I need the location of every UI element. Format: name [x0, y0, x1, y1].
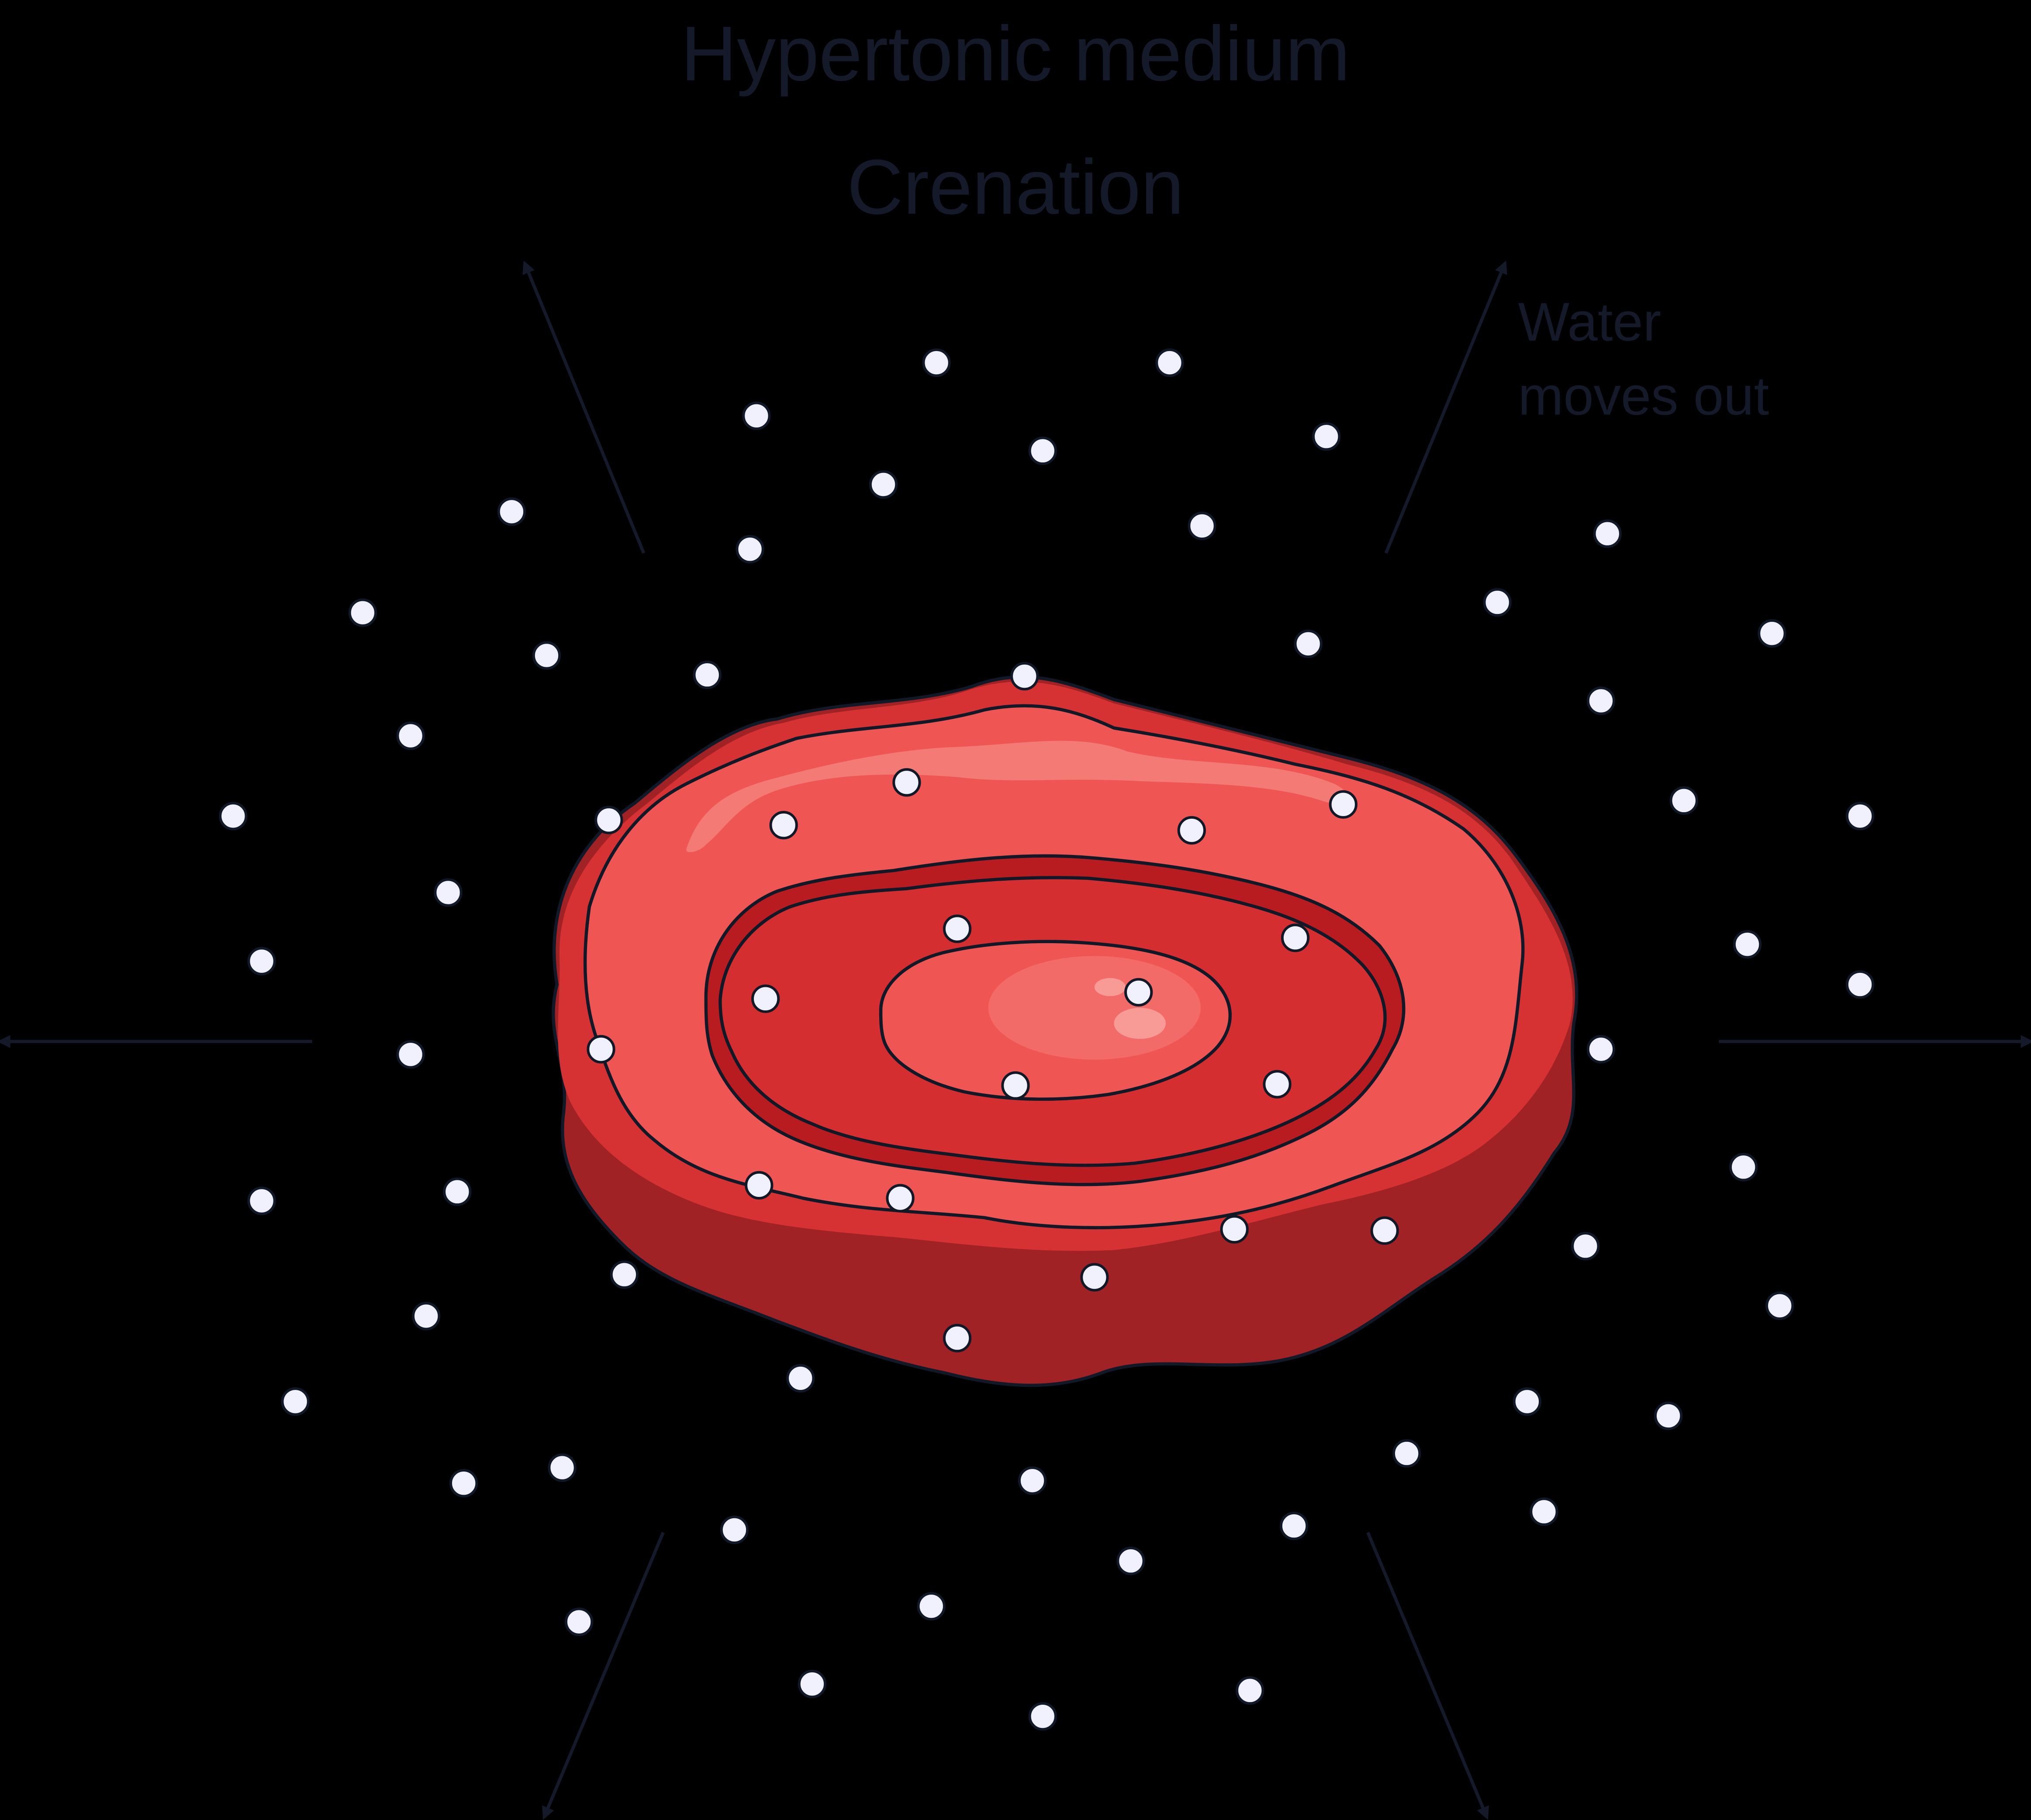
water-molecule-icon [1279, 1511, 1309, 1541]
annotation-line-1: Water [1518, 292, 1661, 352]
water-molecule-icon [1733, 930, 1762, 959]
water-molecule-icon [396, 721, 425, 750]
water-molecule-icon [1530, 1497, 1558, 1526]
water-molecule-icon [1392, 1439, 1421, 1468]
water-molecule-icon [1294, 629, 1323, 658]
water-molecule-icon [449, 1469, 478, 1498]
water-molecule-icon [1483, 588, 1512, 617]
title-line-2: Crenation [847, 143, 1184, 230]
water-molecule-icon [348, 598, 377, 627]
water-molecule-icon [745, 1171, 774, 1200]
water-molecule-icon [1080, 1263, 1109, 1292]
water-molecule-icon [1669, 786, 1698, 815]
water-molecule-icon [587, 1035, 615, 1064]
water-molecule-icon [1018, 1466, 1047, 1495]
water-molecule-icon [751, 984, 780, 1013]
water-molecule-icon [1312, 422, 1341, 451]
water-molecule-icon [1586, 686, 1616, 715]
water-molecule-icon [548, 1453, 577, 1482]
annotation-line-2: moves out [1518, 365, 1769, 426]
water-molecule-icon [247, 1186, 276, 1215]
water-molecule-icon [1220, 1215, 1249, 1244]
water-molecule-icon [1729, 1153, 1758, 1182]
water-molecule-icon [922, 348, 951, 377]
water-molecule-icon [1028, 436, 1057, 465]
cell-highlight [686, 741, 1348, 852]
water-molecule-icon [1028, 1702, 1057, 1731]
water-molecule-icon [1010, 662, 1039, 691]
water-molecules [219, 348, 1875, 1731]
water-molecule-icon [594, 806, 623, 834]
water-molecule-icon [742, 401, 771, 430]
water-molecule-icon [1329, 790, 1357, 819]
water-molecule-icon [1370, 1216, 1399, 1245]
water-molecule-icon [1593, 519, 1622, 548]
water-molecule-icon [1124, 978, 1153, 1007]
water-molecule-icon [1236, 1676, 1264, 1705]
water-molecule-icon [892, 768, 921, 797]
arrow-up-left-icon [522, 260, 646, 554]
cell-center-glint-1 [1094, 978, 1126, 996]
water-molecule-icon [564, 1607, 594, 1636]
water-molecule-icon [917, 1592, 946, 1621]
red-blood-cell-crenated [552, 675, 1579, 1387]
arrow-down-right-icon [1366, 1531, 1489, 1820]
water-molecule-icon [247, 947, 276, 975]
water-molecule-icon [943, 1324, 972, 1353]
water-molecule-icon [396, 1040, 425, 1069]
water-molecule-icon [1155, 348, 1184, 377]
cell-center-glint-2 [1114, 1007, 1166, 1039]
water-molecule-icon [769, 811, 798, 840]
water-molecule-icon [219, 802, 248, 831]
cell-center-pale-spot [988, 956, 1201, 1060]
water-molecule-icon [786, 1364, 815, 1393]
water-molecule-icon [443, 1177, 472, 1206]
water-molecule-icon [281, 1387, 310, 1416]
water-molecule-icon [412, 1302, 441, 1331]
water-molecule-icon [693, 660, 722, 689]
water-outflow-arrows [0, 260, 2031, 1820]
water-molecule-icon [1586, 1035, 1616, 1064]
water-molecule-icon [1571, 1232, 1600, 1261]
water-molecule-icon [943, 914, 972, 943]
water-molecule-icon [1845, 970, 1875, 999]
water-molecule-icon [1263, 1070, 1292, 1099]
water-molecule-icon [1765, 1291, 1794, 1320]
water-molecule-icon [1116, 1547, 1145, 1575]
water-molecule-icon [1001, 1071, 1030, 1100]
water-molecule-icon [798, 1669, 827, 1699]
arrow-up-right-icon [1384, 260, 1507, 554]
water-molecule-icon [886, 1184, 915, 1213]
water-molecule-icon [532, 641, 561, 670]
water-molecule-icon [1654, 1401, 1683, 1430]
water-molecule-icon [720, 1515, 749, 1544]
water-molecule-icon [869, 470, 898, 499]
title-line-1: Hypertonic medium [681, 10, 1351, 97]
water-molecule-icon [1281, 924, 1310, 952]
water-molecule-icon [1513, 1387, 1542, 1416]
water-molecule-icon [1188, 511, 1216, 541]
water-molecule-icon [1845, 802, 1875, 831]
arrow-down-left-icon [542, 1531, 665, 1820]
water-molecule-icon [610, 1260, 639, 1289]
water-molecule-icon [736, 535, 764, 564]
water-molecule-icon [434, 878, 463, 907]
water-molecule-icon [497, 497, 526, 526]
water-molecule-icon [1177, 816, 1206, 845]
water-molecule-icon [1758, 619, 1786, 648]
